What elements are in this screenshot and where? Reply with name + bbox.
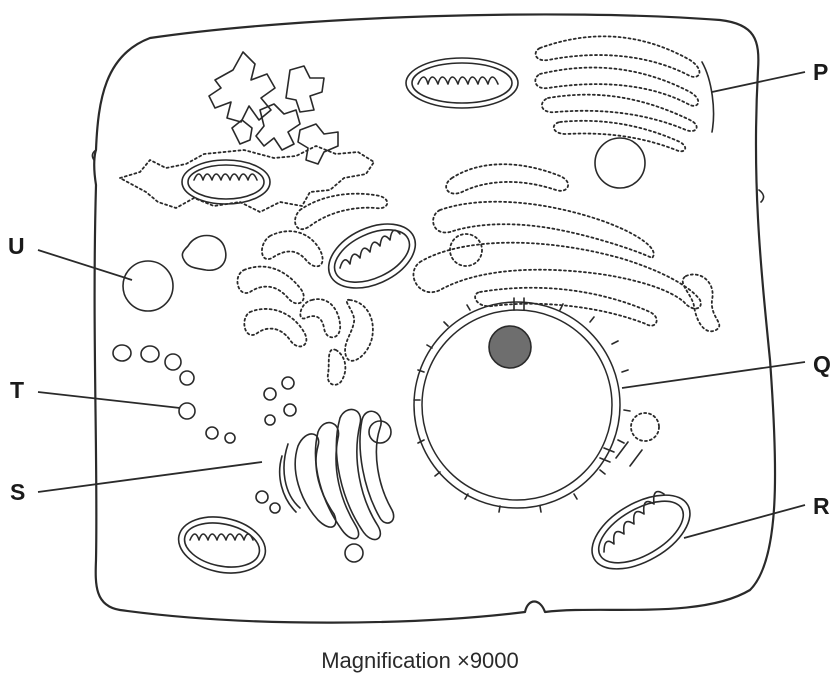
rough-er-right bbox=[413, 164, 719, 331]
golgi-apparatus bbox=[280, 409, 394, 562]
label-u: U bbox=[8, 233, 25, 259]
mitochondrion-r bbox=[580, 480, 703, 584]
label-s: S bbox=[10, 479, 25, 505]
leader-line-r bbox=[684, 505, 805, 538]
magnification-caption: Magnification ×9000 bbox=[321, 648, 519, 673]
mitochondrion-center bbox=[318, 211, 425, 301]
rough-er-center bbox=[237, 194, 387, 385]
leader-line-t bbox=[38, 392, 180, 408]
nucleolus bbox=[489, 326, 531, 368]
vacuole-top-right bbox=[595, 138, 645, 188]
leader-line-s bbox=[38, 462, 262, 492]
label-q: Q bbox=[813, 351, 831, 377]
mitochondrion-bottom-left bbox=[173, 509, 270, 580]
label-r: R bbox=[813, 493, 830, 519]
vesicles bbox=[113, 345, 296, 513]
membrane-notch bbox=[759, 190, 764, 202]
leader-line-u bbox=[38, 250, 132, 280]
label-p: P bbox=[813, 59, 828, 85]
mitochondrion-left bbox=[182, 160, 270, 204]
leader-line-q bbox=[622, 362, 805, 388]
centriole bbox=[616, 413, 659, 466]
small-vacuole bbox=[182, 236, 225, 271]
nucleus bbox=[414, 298, 630, 512]
label-t: T bbox=[10, 377, 24, 403]
smooth-er-cluster bbox=[209, 52, 338, 164]
plasma-membrane-fold bbox=[702, 62, 714, 132]
rough-er-top-right bbox=[535, 36, 699, 151]
vacuole-u bbox=[123, 261, 173, 311]
mitochondrion-top bbox=[406, 58, 518, 108]
